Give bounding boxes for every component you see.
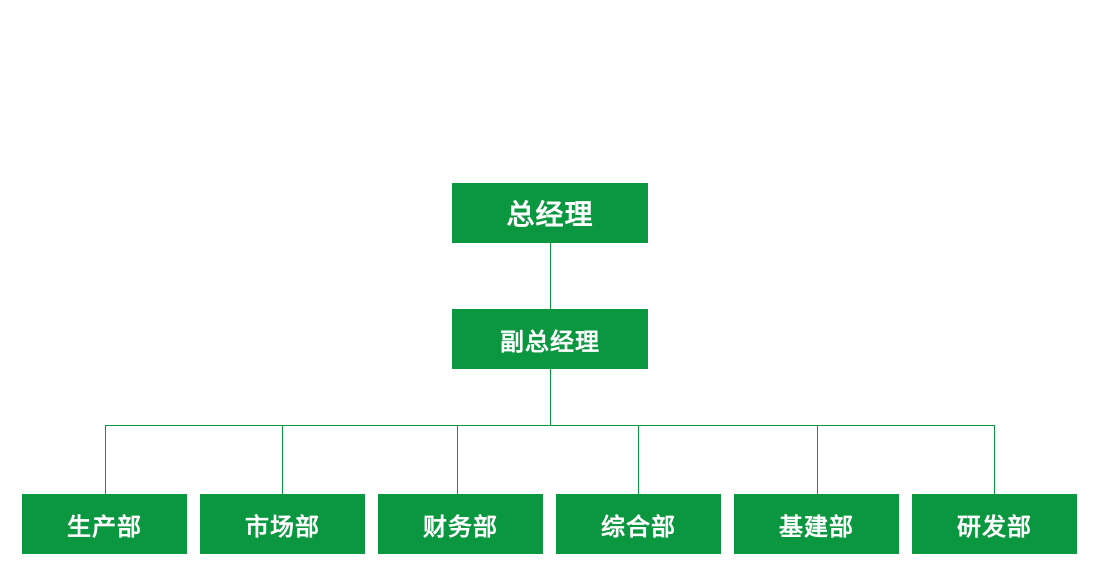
- node-dept-general-affairs: 综合部: [556, 494, 721, 554]
- node-label: 副总经理: [500, 327, 600, 356]
- node-dept-rnd: 研发部: [912, 494, 1077, 554]
- connector-deputy-to-bus: [550, 369, 551, 426]
- connector-top-to-deputy: [550, 243, 551, 309]
- connector-department-bus: [105, 425, 995, 426]
- node-label: 基建部: [779, 512, 854, 541]
- node-dept-marketing: 市场部: [200, 494, 365, 554]
- connector-dept-3: [638, 425, 639, 494]
- node-dept-production: 生产部: [22, 494, 187, 554]
- node-label: 财务部: [423, 512, 498, 541]
- node-deputy-general-manager: 副总经理: [452, 309, 648, 369]
- node-label: 市场部: [245, 512, 320, 541]
- connector-dept-4: [817, 425, 818, 494]
- node-dept-construction: 基建部: [734, 494, 899, 554]
- node-label: 生产部: [67, 512, 142, 541]
- node-label: 总经理: [506, 198, 594, 231]
- node-general-manager: 总经理: [452, 183, 648, 243]
- connector-dept-0: [105, 425, 106, 494]
- node-label: 综合部: [601, 512, 676, 541]
- node-dept-finance: 财务部: [378, 494, 543, 554]
- connector-dept-2: [457, 425, 458, 494]
- connector-dept-1: [282, 425, 283, 494]
- connector-dept-5: [994, 425, 995, 494]
- node-label: 研发部: [957, 512, 1032, 541]
